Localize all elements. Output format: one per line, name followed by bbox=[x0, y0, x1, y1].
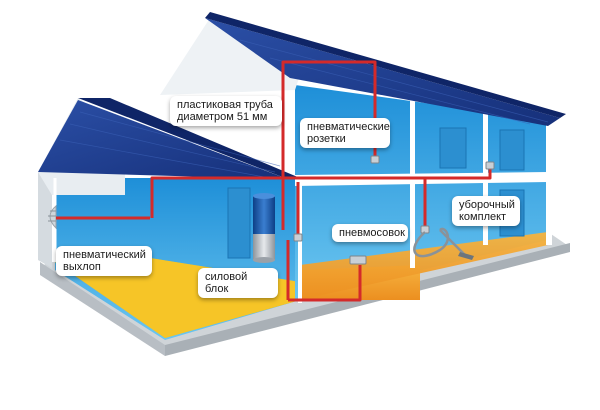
label-power-unit: силовой блок bbox=[198, 268, 278, 298]
label-dustpan: пневмосовок bbox=[332, 224, 408, 242]
power-unit bbox=[253, 193, 275, 263]
outlet bbox=[485, 161, 495, 170]
label-outlets: пневматические розетки bbox=[300, 118, 390, 148]
label-cleaning-kit: уборочный комплект bbox=[452, 196, 520, 226]
label-pipe: пластиковая труба диаметром 51 мм bbox=[170, 96, 282, 126]
roof bbox=[38, 12, 566, 179]
outlet bbox=[293, 233, 303, 242]
outlet bbox=[349, 255, 367, 265]
outlet bbox=[370, 155, 380, 164]
cleaning-kit bbox=[413, 227, 474, 260]
outlets bbox=[293, 155, 495, 265]
outlet bbox=[420, 225, 430, 234]
label-exhaust: пневматический выхлоп bbox=[56, 246, 152, 276]
exhaust-grille bbox=[48, 204, 57, 230]
